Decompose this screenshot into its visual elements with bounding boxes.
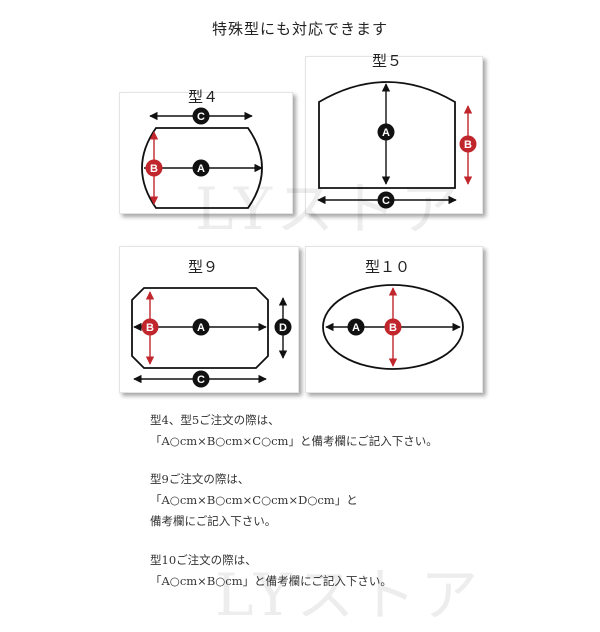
marker-type9-c: C (192, 370, 210, 388)
marker-type10-a: A (347, 318, 365, 336)
marker-type5-b: B (459, 135, 477, 153)
svg-text:A: A (197, 163, 205, 175)
marker-type9-b: B (141, 318, 159, 336)
svg-text:A: A (382, 127, 390, 139)
svg-text:B: B (150, 163, 158, 175)
shape-label-type4: 型４ (188, 88, 219, 106)
svg-text:C: C (382, 195, 390, 207)
instructions: 型9ご注文の際は、 「A○cm×B○cm×C○cm×D○cm」と 備考欄にご記入… (150, 469, 358, 532)
marker-type5-c: C (377, 191, 395, 209)
instruction-line: 型9ご注文の際は、 (150, 472, 250, 486)
svg-text:B: B (389, 322, 397, 334)
shape-label-type9: 型９ (188, 258, 219, 276)
instruction-line: 「A○cm×B○cm×C○cm」と備考欄にご記入下さい。 (150, 434, 438, 448)
shape-diagrams: C A B A B C B A D C A B (131, 81, 477, 388)
shape-label-type10: 型１０ (365, 258, 411, 276)
svg-text:A: A (197, 322, 205, 334)
marker-type9-a: A (192, 318, 210, 336)
marker-type4-c: C (192, 107, 210, 125)
instructions: 型10ご注文の際は、 「A○cm×B○cm」と備考欄にご記入下さい。 (150, 550, 392, 592)
marker-type5-a: A (377, 123, 395, 141)
svg-text:C: C (197, 374, 205, 386)
marker-type4-b: B (145, 159, 163, 177)
svg-text:B: B (464, 139, 472, 151)
instruction-line: 備考欄にご記入下さい。 (150, 514, 277, 528)
svg-text:B: B (146, 322, 154, 334)
watermark: LYストア (195, 175, 463, 243)
svg-text:A: A (352, 322, 360, 334)
page-title: 特殊型にも対応できます (211, 20, 388, 38)
instruction-line: 型4、型5ご注文の際は、 (150, 413, 280, 427)
instruction-line: 「A○cm×B○cm」と備考欄にご記入下さい。 (150, 574, 392, 588)
svg-text:C: C (197, 111, 205, 123)
marker-type4-a: A (192, 159, 210, 177)
marker-type9-d: D (274, 318, 292, 336)
instruction-line: 「A○cm×B○cm×C○cm×D○cm」と (150, 493, 358, 507)
instruction-line: 型10ご注文の際は、 (150, 553, 257, 567)
marker-type10-b: B (384, 318, 402, 336)
instructions: 型4、型5ご注文の際は、 「A○cm×B○cm×C○cm」と備考欄にご記入下さい… (150, 410, 438, 452)
shape-label-type5: 型５ (372, 52, 403, 70)
svg-text:D: D (279, 322, 287, 334)
